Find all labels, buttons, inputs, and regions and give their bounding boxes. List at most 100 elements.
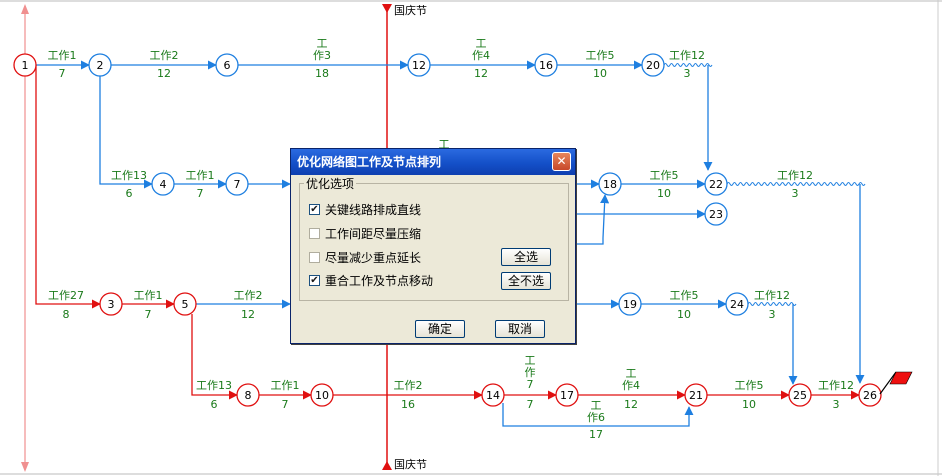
option-critical-straight[interactable]: ✔ 关键线路排成直线	[309, 201, 421, 218]
node-label: 17	[560, 389, 574, 402]
work-duration: 3	[833, 398, 840, 411]
option-move-overlap[interactable]: ✔ 重合工作及节点移动	[309, 272, 433, 289]
node-label: 16	[539, 59, 553, 72]
select-all-button[interactable]: 全选	[501, 248, 551, 266]
node-12: 12	[407, 53, 431, 77]
node-circle	[858, 383, 882, 407]
work-duration: 10	[593, 67, 607, 80]
node-22: 22	[704, 172, 728, 196]
work-duration: 6	[126, 187, 133, 200]
node-7: 7	[225, 172, 249, 196]
node-23: 23	[704, 202, 728, 226]
edges	[35, 60, 866, 427]
work-duration: 12	[241, 308, 255, 321]
node-label: 3	[108, 298, 115, 311]
node-label: 6	[224, 59, 231, 72]
close-icon[interactable]: ✕	[552, 152, 571, 171]
work-name: 工作5	[670, 289, 699, 302]
work-name: 工作2	[234, 289, 263, 302]
options-group-title: 优化选项	[304, 175, 357, 192]
node-circle	[215, 53, 239, 77]
work-name: 工	[591, 399, 602, 412]
node-label: 14	[486, 389, 500, 402]
node-circle	[598, 172, 622, 196]
node-label: 20	[646, 59, 660, 72]
optimize-dialog: 优化网络图工作及节点排列 ✕ 优化选项 ✔ 关键线路排成直线 工作间距尽量压缩 …	[290, 148, 576, 344]
node-24: 24	[725, 292, 749, 316]
edge-5-8	[191, 314, 238, 400]
node-circle	[725, 292, 749, 316]
work-name: 工作1	[48, 49, 77, 62]
select-none-button[interactable]: 全不选	[501, 272, 551, 290]
wavy-20	[663, 63, 713, 67]
node-label: 12	[412, 59, 426, 72]
work-duration: 10	[677, 308, 691, 321]
node-circle	[151, 172, 175, 196]
check-icon[interactable]: ✔	[309, 204, 320, 215]
node-label: 24	[730, 298, 744, 311]
work-name: 工	[317, 37, 328, 50]
node-circle	[310, 383, 334, 407]
node-circle	[88, 53, 112, 77]
work-duration: 12	[474, 67, 488, 80]
node-label: 5	[182, 298, 189, 311]
work-name: 工作2	[394, 379, 423, 392]
node-16: 16	[534, 53, 558, 77]
node-label: 22	[709, 178, 723, 191]
work-duration: 8	[63, 308, 70, 321]
edge-labels: 工作17工作212工作318工作412工作510工作123工作136工作17工工…	[48, 37, 855, 441]
node-circle	[173, 292, 197, 316]
ok-button[interactable]: 确定	[415, 320, 465, 338]
node-label: 8	[245, 389, 252, 402]
work-name: 作3	[313, 49, 331, 62]
axis-bottom-arrow	[21, 462, 29, 472]
work-name: 工作12	[818, 379, 854, 392]
work-name: 工	[439, 138, 450, 151]
node-label: 1	[22, 59, 29, 72]
node-3: 3	[99, 292, 123, 316]
node-circle	[407, 53, 431, 77]
work-duration: 7	[282, 398, 289, 411]
holiday-label-bottom: 国庆节	[394, 457, 427, 471]
work-duration: 7	[527, 398, 534, 411]
flag-icon	[879, 371, 913, 395]
cancel-button[interactable]: 取消	[495, 320, 545, 338]
work-name: 工作13	[111, 169, 147, 182]
dialog-titlebar[interactable]: 优化网络图工作及节点排列 ✕	[291, 149, 575, 175]
node-circle	[704, 202, 728, 226]
axis-top-arrow	[21, 4, 29, 14]
work-duration: 10	[742, 398, 756, 411]
checkbox-unchecked[interactable]	[309, 228, 320, 239]
node-circle	[704, 172, 728, 196]
option-compress-spacing[interactable]: 工作间距尽量压缩	[309, 225, 421, 242]
work-name: 工作1	[271, 379, 300, 392]
option-reduce-extension[interactable]: 尽量减少重点延长	[309, 249, 421, 266]
node-circle	[13, 53, 37, 77]
node-circle	[684, 383, 708, 407]
work-name: 作6	[587, 411, 605, 424]
work-name: 工作2	[150, 49, 179, 62]
work-name: 作	[525, 366, 536, 379]
work-duration: 7	[197, 187, 204, 200]
checkbox-unchecked[interactable]	[309, 252, 320, 263]
check-icon[interactable]: ✔	[309, 275, 320, 286]
holiday-bottom-marker	[382, 461, 392, 470]
node-19: 19	[618, 292, 642, 316]
node-label: 2	[97, 59, 104, 72]
work-duration: 3	[769, 308, 776, 321]
work-name: 工	[476, 37, 487, 50]
node-25: 25	[788, 383, 812, 407]
node-8: 8	[236, 383, 260, 407]
work-duration: 3	[684, 67, 691, 80]
node-5: 5	[173, 292, 197, 316]
node-label: 21	[689, 389, 703, 402]
node-circle	[225, 172, 249, 196]
wavy-24	[747, 302, 797, 306]
work-duration: 6	[211, 398, 218, 411]
node-label: 19	[623, 298, 637, 311]
work-name: 工作12	[754, 289, 790, 302]
node-14: 14	[481, 383, 505, 407]
work-name: 工作5	[735, 379, 764, 392]
